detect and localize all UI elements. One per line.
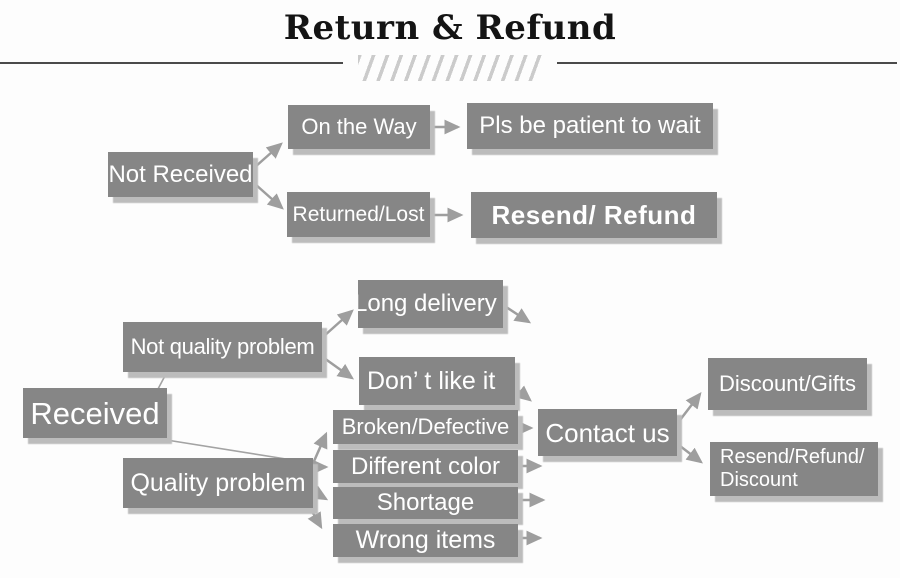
node-not-quality-problem: Not quality problem: [123, 322, 322, 372]
node-label: Shortage: [376, 489, 475, 516]
node-label: On the Way: [301, 114, 417, 139]
edge-quality-broken-defective: [309, 431, 328, 469]
edge-not-received-on-the-way: [254, 142, 283, 168]
node-wrong-items: Wrong items: [333, 524, 518, 557]
edge-contact-us-discount-gifts: [679, 392, 702, 421]
node-on-the-way: On the Way: [288, 105, 430, 149]
edge-contact-us-resend-refund-discount: [679, 445, 703, 464]
node-received: Received: [23, 388, 167, 438]
node-label-line2: Discount: [720, 469, 798, 491]
divider-line-left: [0, 62, 343, 64]
node-contact-us: Contact us: [538, 409, 677, 456]
node-label: Resend/ Refund: [491, 200, 697, 230]
node-shortage: Shortage: [333, 487, 518, 519]
node-pls-be-patient: Pls be patient to wait: [467, 103, 713, 149]
edge-quality-wrong-items: [307, 505, 323, 530]
node-different-color: Different color: [333, 450, 518, 483]
edge-quality-shortage: [310, 485, 329, 501]
edge-not-quality-dont-like-it: [323, 356, 355, 380]
node-label: Pls be patient to wait: [479, 112, 701, 139]
node-resend-refund: Resend/ Refund: [471, 192, 717, 238]
edge-received-quality-problem: [153, 437, 287, 460]
edge-long-delivery-out: [505, 305, 532, 324]
node-long-delivery: Long delivery: [358, 280, 503, 328]
node-label: Contact us: [545, 417, 670, 448]
edge-not-quality-long-delivery: [323, 309, 354, 337]
node-label: Received: [30, 395, 160, 431]
node-label: Not Received: [108, 160, 253, 188]
node-label: Wrong items: [355, 526, 496, 554]
page-title: Return & Refund: [283, 8, 617, 48]
node-returned-lost: Returned/Lost: [287, 192, 430, 237]
node-label: Discount/Gifts: [719, 371, 856, 396]
node-label: Broken/Defective: [341, 414, 510, 439]
edge-not-received-returned-lost: [254, 183, 284, 210]
node-resend-refund-discount: Resend/Refund/ Discount: [710, 442, 878, 496]
node-label: Don’ t like it: [367, 366, 496, 395]
node-label: Long delivery: [358, 290, 497, 317]
node-label: Not quality problem: [130, 334, 315, 359]
node-label: Returned/Lost: [292, 203, 425, 226]
node-label-line1: Resend/Refund/: [720, 446, 865, 468]
node-not-received: Not Received: [108, 152, 253, 197]
node-broken-defective: Broken/Defective: [333, 410, 518, 444]
node-discount-gifts: Discount/Gifts: [708, 358, 867, 410]
node-dont-like-it: Don’ t like it: [359, 357, 515, 405]
divider-line-right: [557, 62, 897, 64]
hatch-marks-decoration: [358, 55, 542, 81]
node-label: Quality problem: [130, 468, 306, 497]
node-label: Different color: [351, 452, 500, 480]
edge-received-not-quality-problem: [157, 371, 168, 390]
node-quality-problem: Quality problem: [123, 458, 313, 508]
